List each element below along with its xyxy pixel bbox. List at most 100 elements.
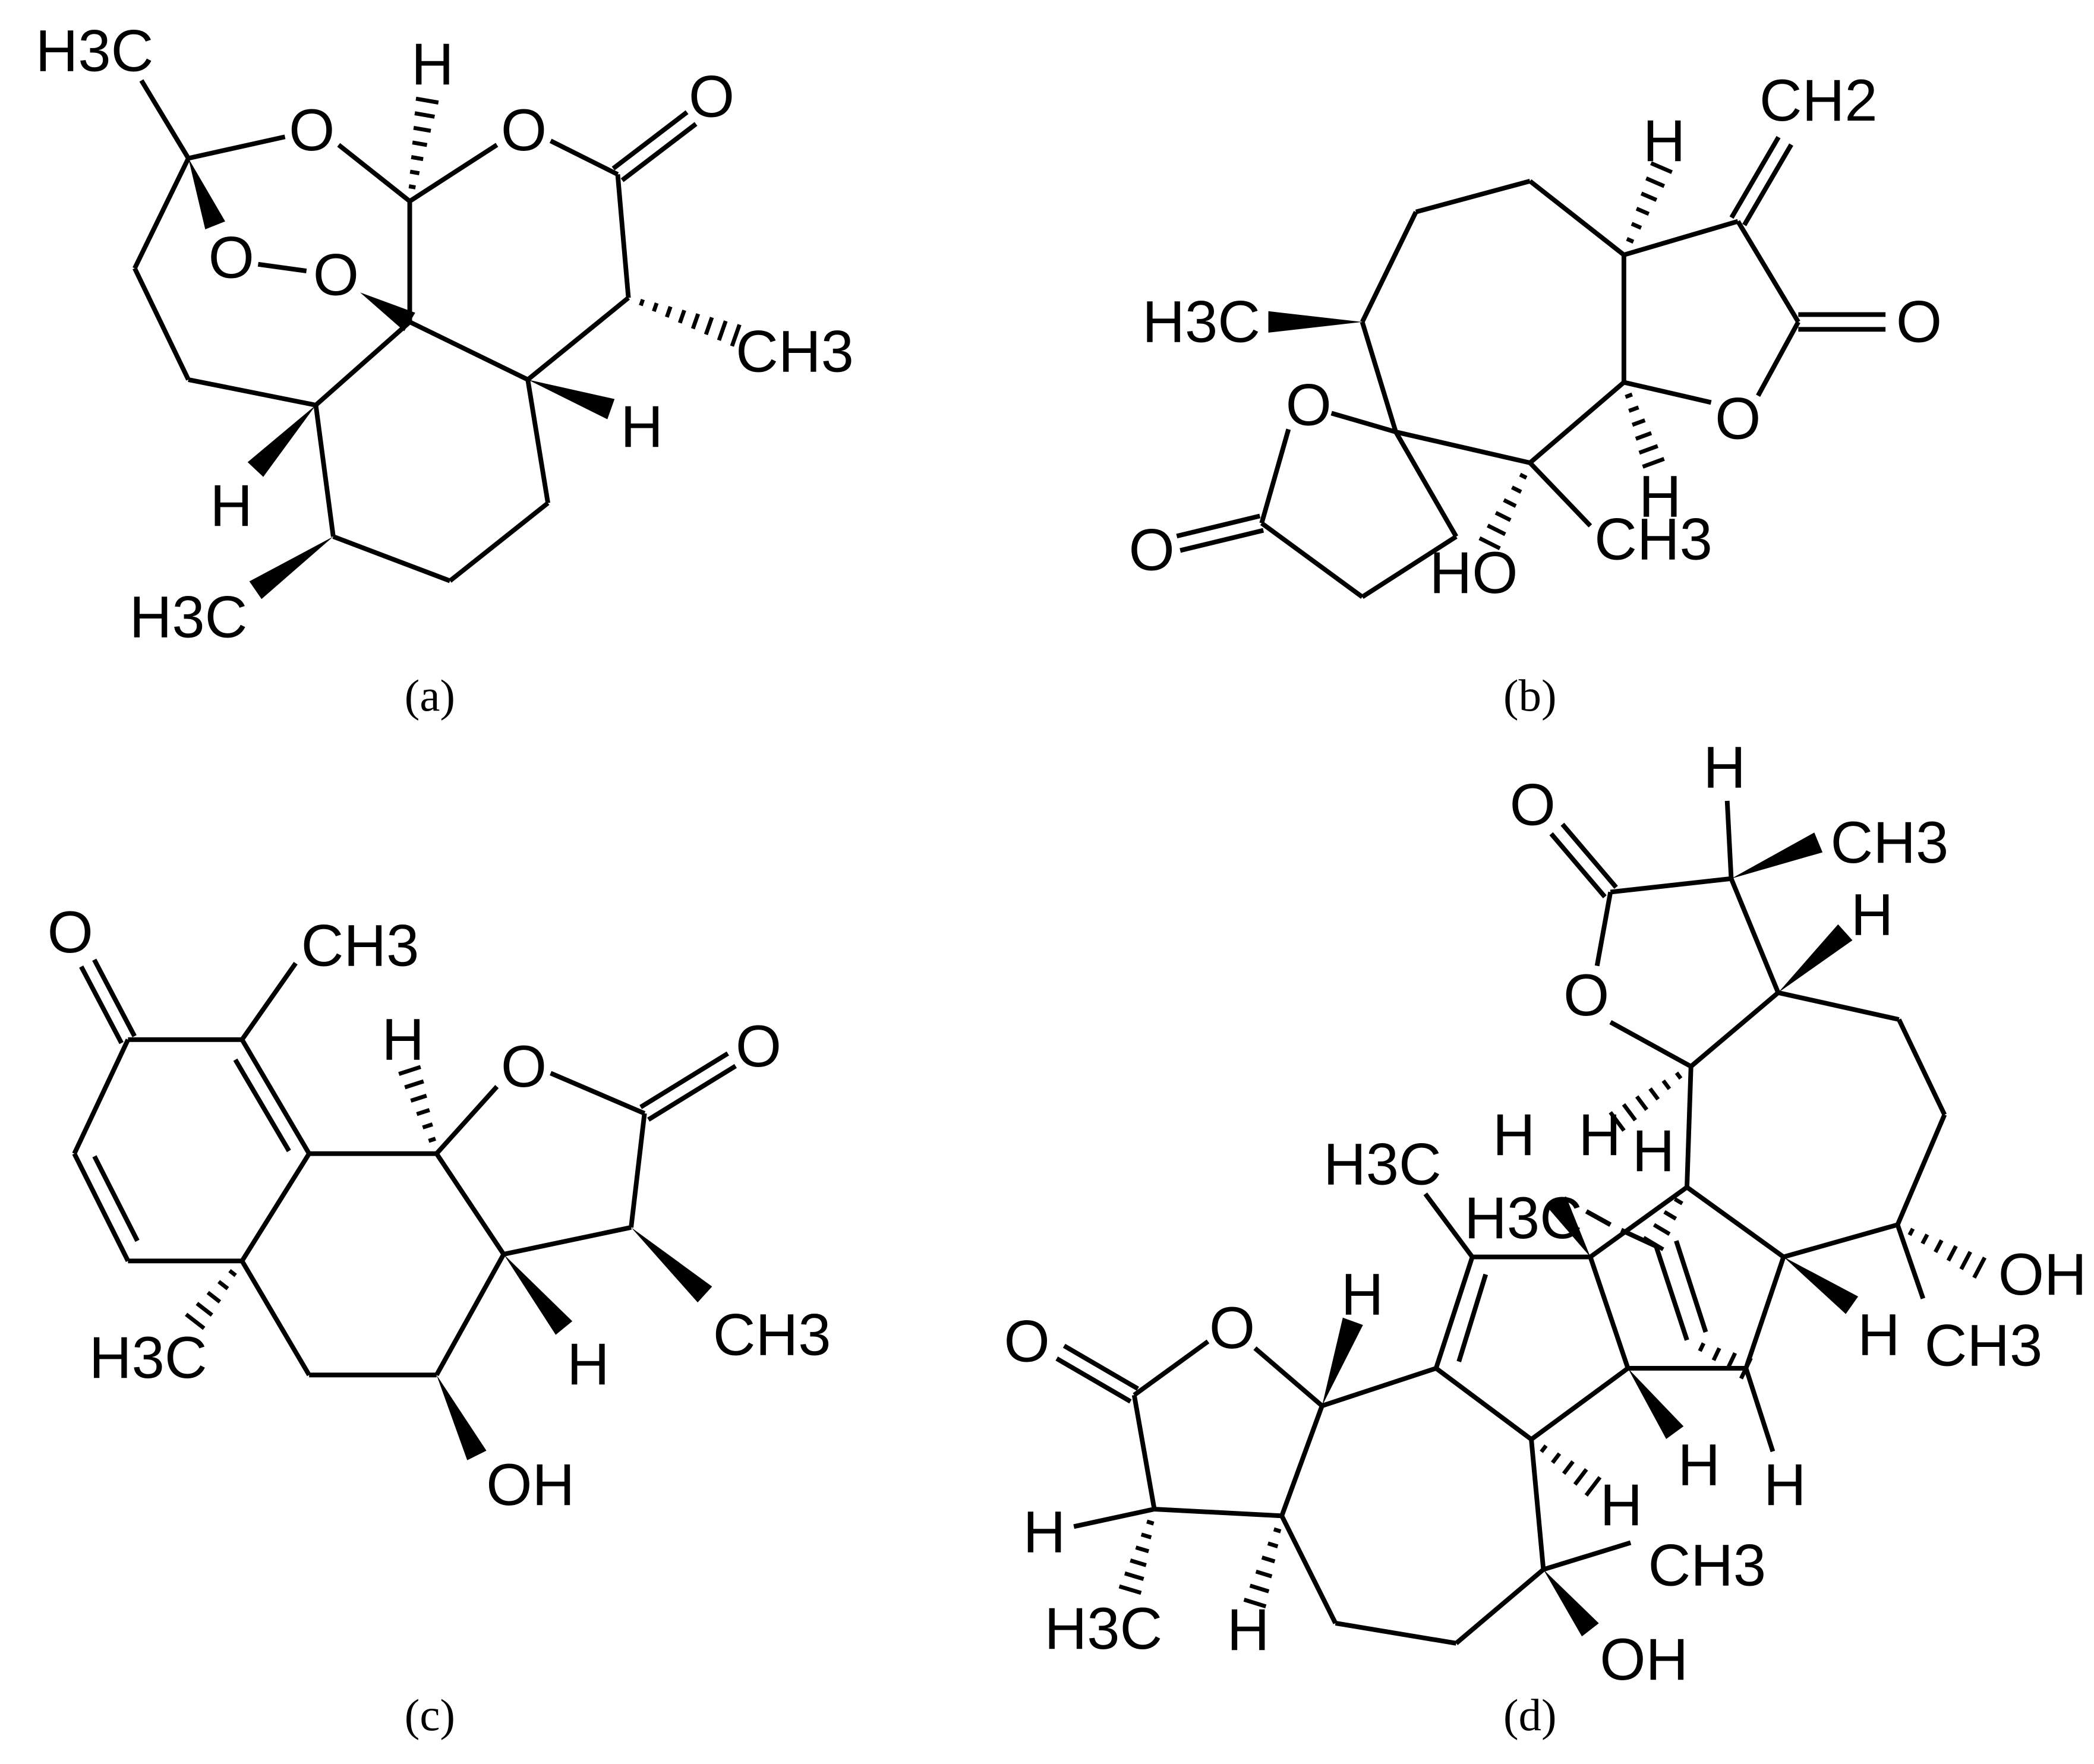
wedge-bond <box>1268 311 1363 333</box>
single-bond <box>1783 1222 1899 1260</box>
hash-stroke <box>1118 1584 1142 1595</box>
wedge-bond <box>1731 832 1823 879</box>
hash-stroke <box>1503 498 1517 508</box>
single-bond <box>1895 1224 1926 1299</box>
single-bond <box>1623 380 1712 405</box>
hashed-bond <box>408 96 439 190</box>
wedge-bond <box>1543 1569 1599 1637</box>
atom-label: O <box>1715 386 1761 452</box>
single-bond <box>1360 210 1418 323</box>
single-bond <box>1434 1366 1533 1441</box>
hash-stroke <box>1494 510 1512 522</box>
hash-stroke <box>1725 1352 1737 1371</box>
single-bond <box>72 1152 130 1263</box>
double-bond <box>1549 832 1607 899</box>
single-bond <box>1620 1227 1657 1249</box>
single-bond <box>1455 1567 1545 1645</box>
hashed-bond <box>1243 1527 1282 1608</box>
hash-stroke <box>1249 1583 1270 1593</box>
atom-label: OH <box>486 1452 575 1518</box>
atom-label: O <box>689 64 734 130</box>
atom-label: OH <box>1600 1627 1688 1693</box>
double-bond <box>1062 1343 1139 1391</box>
single-bond <box>139 79 191 160</box>
single-bond <box>1543 1540 1632 1572</box>
wedge-bond <box>1547 1196 1591 1257</box>
single-bond <box>408 143 499 203</box>
hash-stroke <box>1631 222 1642 230</box>
single-bond <box>1743 1367 1776 1453</box>
single-bond <box>1623 219 1739 257</box>
single-bond <box>1585 1209 1612 1227</box>
atom-label: CH2 <box>1759 68 1878 134</box>
atom-label: H3C <box>1464 1185 1582 1251</box>
hashed-bond <box>1625 392 1665 469</box>
hash-stroke <box>413 125 431 133</box>
atom-label: H <box>1600 1472 1642 1538</box>
hash-stroke <box>1584 1476 1602 1497</box>
single-bond <box>133 267 191 381</box>
wedge-bond <box>436 1375 487 1460</box>
atom-label: H <box>1643 108 1686 174</box>
single-bond <box>1743 1256 1786 1369</box>
hash-stroke <box>1124 1571 1144 1581</box>
hash-stroke <box>217 1280 229 1290</box>
hash-stroke <box>1140 1532 1152 1539</box>
wedge-bond <box>247 405 316 477</box>
hash-stroke <box>1663 1210 1677 1221</box>
hash-stroke <box>704 317 714 336</box>
single-bond <box>1133 1339 1210 1397</box>
single-bond <box>1423 1192 1474 1258</box>
hashed-bond <box>185 1268 237 1330</box>
single-bond <box>1589 1185 1689 1259</box>
hash-stroke <box>1573 1468 1588 1486</box>
single-bond <box>1777 990 1900 1022</box>
wedge-bond <box>1783 1257 1859 1314</box>
atom-label: HO <box>1429 540 1518 606</box>
hash-stroke <box>408 184 416 190</box>
double-bond <box>1055 1356 1132 1404</box>
single-bond <box>1415 178 1531 214</box>
hash-stroke <box>1972 1257 1987 1279</box>
atom-label: H <box>567 1331 610 1397</box>
hash-stroke <box>228 1268 237 1277</box>
hash-stroke <box>414 111 435 119</box>
single-bond <box>1528 179 1626 257</box>
hash-stroke <box>409 169 420 175</box>
single-bond <box>526 296 630 382</box>
atom-label: H <box>1341 1262 1384 1328</box>
single-bond <box>1897 1018 1947 1116</box>
atom-label: CH3 <box>1831 810 1949 876</box>
hash-stroke <box>1255 1569 1273 1579</box>
single-bond <box>239 1152 311 1263</box>
atom-label: O <box>736 1014 781 1080</box>
single-bond <box>240 961 298 1042</box>
double-bond <box>1176 513 1261 539</box>
single-bond <box>1395 430 1531 465</box>
single-bond <box>408 320 529 382</box>
hash-stroke <box>1648 1087 1660 1101</box>
double-bond <box>92 958 137 1037</box>
hash-stroke <box>1635 207 1650 216</box>
single-bond <box>629 1113 647 1228</box>
wedge-bond <box>631 1227 712 1303</box>
double-bond <box>79 965 124 1044</box>
single-bond <box>1456 1273 1488 1362</box>
single-bond <box>1321 1366 1437 1408</box>
hash-stroke <box>1267 1541 1279 1549</box>
hash-stroke <box>1920 1233 1929 1245</box>
hash-stroke <box>1642 457 1665 469</box>
hash-stroke <box>428 1137 436 1143</box>
atom-label: H <box>1703 734 1746 800</box>
panel-label: (d) <box>1503 1690 1557 1741</box>
hash-stroke <box>1146 1519 1155 1526</box>
single-bond <box>448 501 550 583</box>
atom-label: H <box>210 473 253 539</box>
hash-stroke <box>1487 523 1506 537</box>
atom-label: CH3 <box>1648 1533 1766 1599</box>
atom-label: H <box>620 394 663 460</box>
single-bond <box>1736 220 1800 323</box>
